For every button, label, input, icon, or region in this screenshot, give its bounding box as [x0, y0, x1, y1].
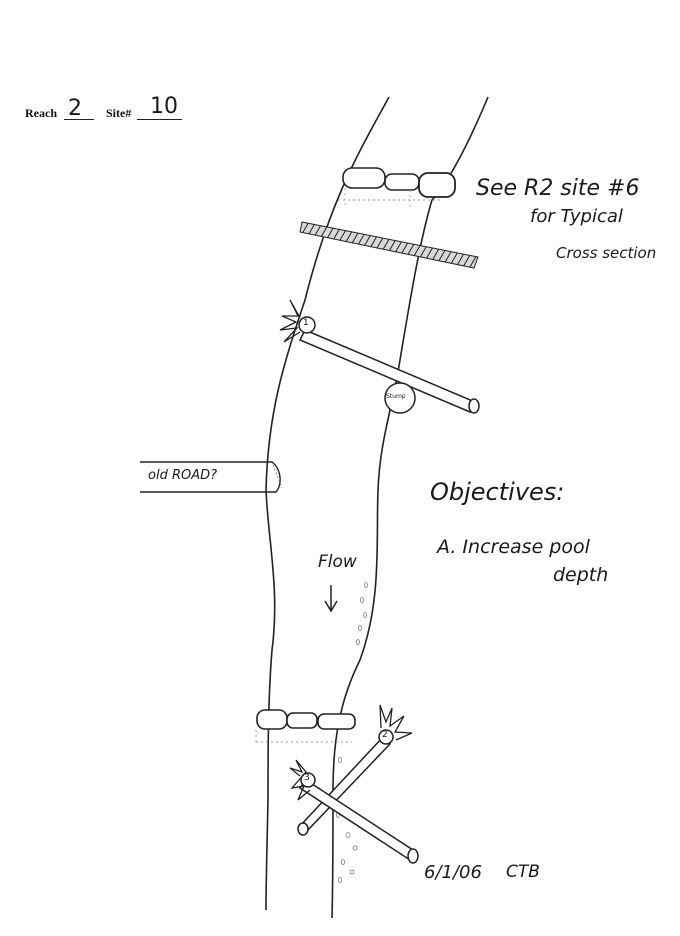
log-1: [279, 299, 480, 414]
objectives-title: Objectives:: [430, 478, 565, 506]
reach-underline: [64, 119, 94, 120]
stump: [384, 382, 416, 414]
lower-rock-weir: [255, 709, 356, 743]
log-2: [297, 704, 413, 836]
upper-rock-weir: [338, 167, 456, 210]
stump-label: Stump: [386, 393, 406, 400]
old-road-label: old ROAD?: [148, 468, 218, 483]
right-stream-bank: [331, 96, 489, 919]
flow-label: Flow: [318, 552, 357, 572]
site-label: Site#: [106, 106, 132, 120]
objective-a-line2: depth: [553, 564, 609, 586]
see-note-line1: See R2 site #6: [476, 176, 640, 201]
hatched-crossing: [299, 221, 479, 269]
log-2-label: 2: [382, 730, 388, 740]
site-underline: [137, 119, 182, 120]
gravel-dots-upper: [356, 582, 368, 645]
signature-initials: CTB: [506, 862, 540, 882]
see-note-line3: Cross section: [556, 244, 657, 262]
log-1-label: 1: [303, 318, 309, 328]
flow-arrow: [324, 585, 338, 613]
log-3: [289, 759, 419, 864]
signature-date: 6/1/06: [424, 862, 482, 883]
objective-a-line1: A. Increase pool: [437, 536, 590, 558]
reach-value: 2: [68, 96, 82, 121]
left-stream-bank: [265, 96, 390, 911]
site-value: 10: [150, 94, 178, 119]
see-note-line2: for Typical: [530, 206, 623, 227]
log-3-label: 3: [304, 773, 310, 783]
old-road: [140, 461, 283, 493]
reach-label: Reach: [25, 106, 57, 120]
